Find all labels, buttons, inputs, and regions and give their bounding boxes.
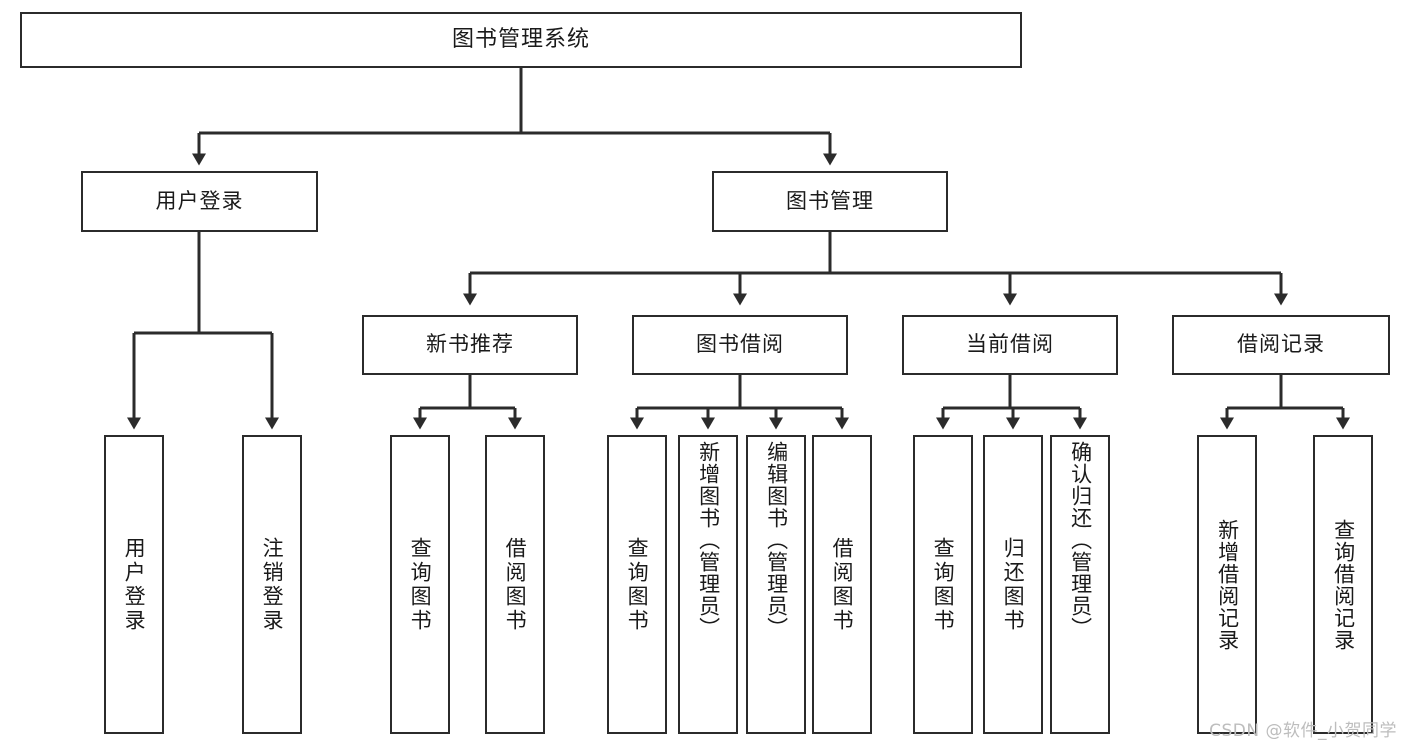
leaf-label: 查询图书 — [931, 536, 956, 633]
leaf-label: 归还图书 — [1001, 536, 1026, 633]
leaf-label: 确认归还（管理员） — [1068, 441, 1093, 639]
node-borrow-record[interactable]: 借阅记录 — [1172, 315, 1390, 375]
leaf-borrow-book-recommend[interactable]: 借阅图书 — [485, 435, 545, 734]
leaf-query-borrow-record[interactable]: 查询借阅记录 — [1313, 435, 1373, 734]
leaf-user-logout[interactable]: 注销登录 — [242, 435, 302, 734]
leaf-label: 新增借阅记录 — [1215, 518, 1240, 651]
leaf-add-book-admin[interactable]: 新增图书（管理员） — [678, 435, 738, 734]
leaf-query-book[interactable]: 查询图书 — [607, 435, 667, 734]
leaf-borrow-book[interactable]: 借阅图书 — [812, 435, 872, 734]
leaf-label: 查询图书 — [625, 536, 650, 633]
node-new-book-recommend[interactable]: 新书推荐 — [362, 315, 578, 375]
node-label: 新书推荐 — [426, 332, 514, 357]
node-user-login[interactable]: 用户登录 — [81, 171, 318, 232]
leaf-add-borrow-record[interactable]: 新增借阅记录 — [1197, 435, 1257, 734]
leaf-user-login[interactable]: 用户登录 — [104, 435, 164, 734]
node-label: 图书管理系统 — [451, 26, 590, 52]
leaf-label: 注销登录 — [260, 536, 285, 633]
node-label: 用户登录 — [155, 188, 244, 213]
node-current-borrow[interactable]: 当前借阅 — [902, 315, 1118, 375]
leaf-query-book-recommend[interactable]: 查询图书 — [390, 435, 450, 734]
leaf-label: 编辑图书（管理员） — [764, 441, 789, 639]
leaf-label: 新增图书（管理员） — [696, 441, 721, 639]
leaf-label: 查询图书 — [408, 536, 433, 633]
node-label: 当前借阅 — [966, 332, 1054, 357]
leaf-return-book[interactable]: 归还图书 — [983, 435, 1043, 734]
leaf-confirm-return-admin[interactable]: 确认归还（管理员） — [1050, 435, 1110, 734]
leaf-label: 用户登录 — [122, 536, 147, 633]
leaf-label: 借阅图书 — [830, 536, 855, 633]
node-label: 图书借阅 — [696, 332, 784, 357]
leaf-label: 借阅图书 — [503, 536, 528, 633]
node-root-system[interactable]: 图书管理系统 — [20, 12, 1022, 68]
node-label: 借阅记录 — [1237, 332, 1325, 357]
node-book-management[interactable]: 图书管理 — [712, 171, 948, 232]
node-book-borrow[interactable]: 图书借阅 — [632, 315, 848, 375]
leaf-label: 查询借阅记录 — [1331, 518, 1356, 651]
watermark: CSDN @软件_小贺同学 — [1209, 721, 1397, 741]
leaf-edit-book-admin[interactable]: 编辑图书（管理员） — [746, 435, 806, 734]
node-label: 图书管理 — [786, 188, 874, 213]
leaf-query-book-current[interactable]: 查询图书 — [913, 435, 973, 734]
